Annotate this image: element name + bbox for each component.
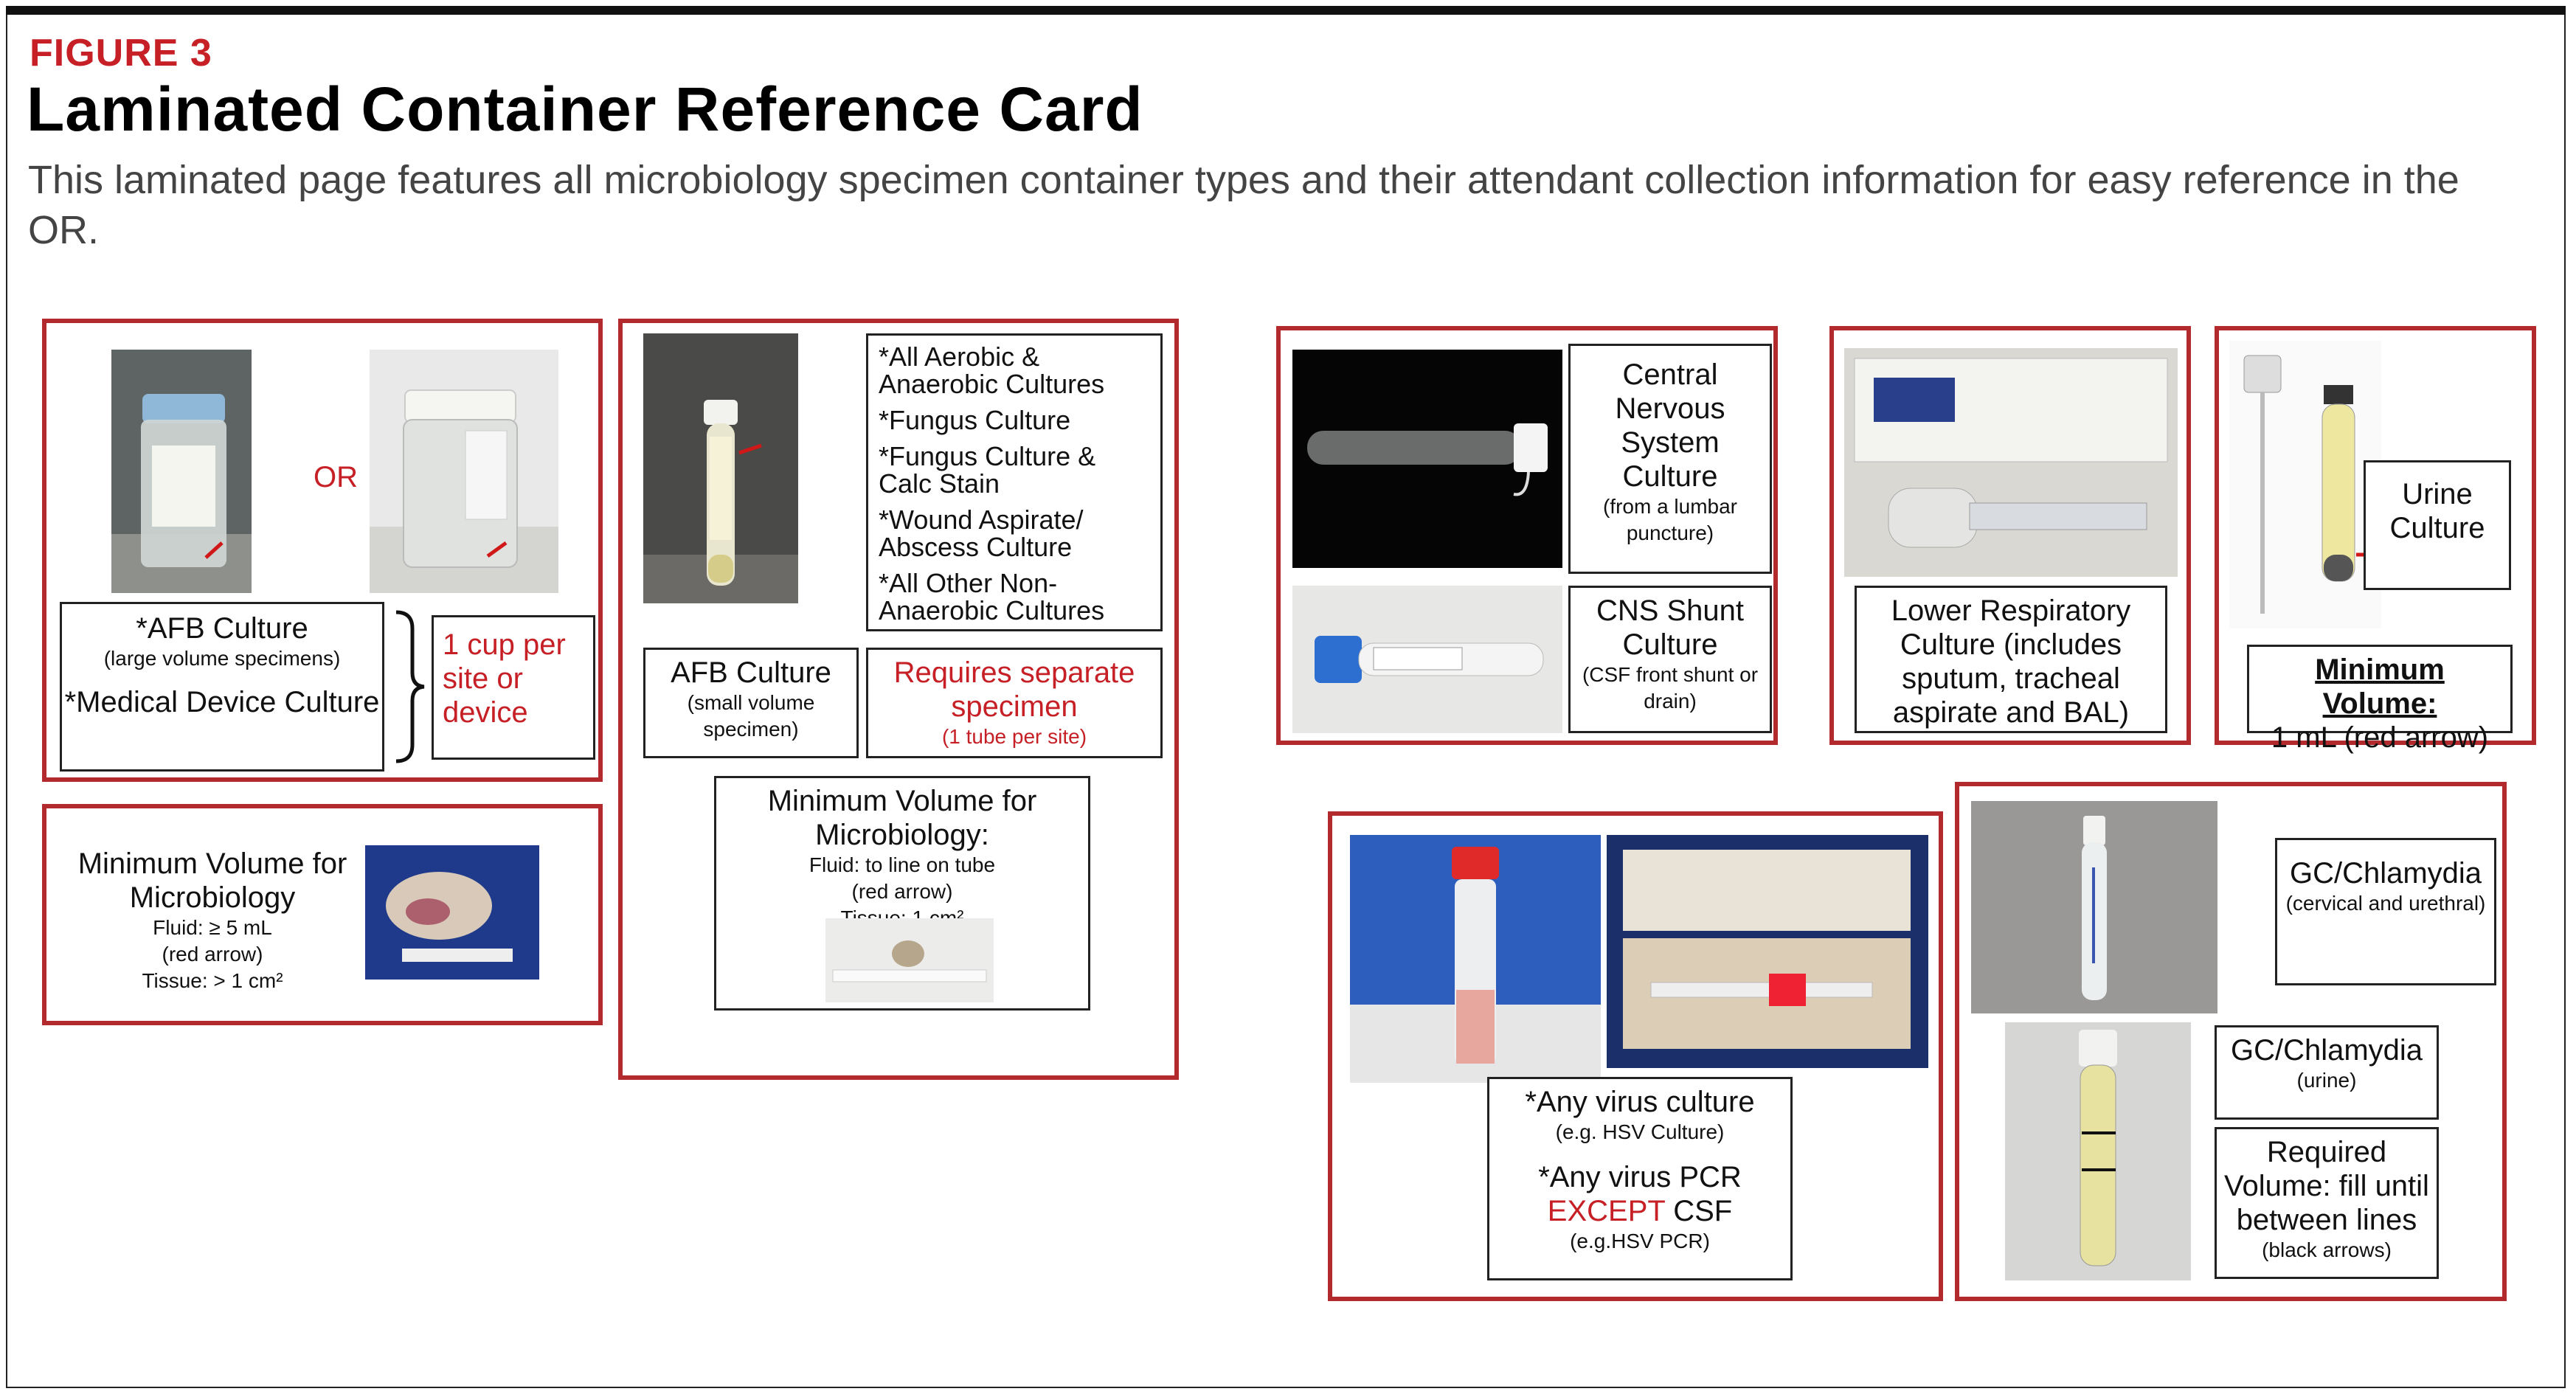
tube-min-volume-title: Minimum Volume for Microbiology: bbox=[767, 785, 1037, 851]
separate-specimen-box: Requires separate specimen (1 tube per s… bbox=[866, 648, 1163, 758]
virus-pcr-label: *Any virus PCR bbox=[1538, 1161, 1742, 1193]
panel-gc-chlamydia: GC/Chlamydia (cervical and urethral) GC/… bbox=[1955, 782, 2507, 1301]
tube-min-volume-fluid: Fluid: to line on tube bbox=[809, 853, 996, 876]
cns-shunt-photo bbox=[1292, 586, 1562, 733]
afb-culture-sub: (large volume specimens) bbox=[103, 647, 341, 670]
urine-min-volume-value: 1 mL (red arrow) bbox=[2271, 721, 2489, 754]
gc-cervical-photo bbox=[1971, 801, 2217, 1013]
urine-tube-photo bbox=[2229, 341, 2381, 628]
except-text: EXCEPT bbox=[1547, 1195, 1666, 1227]
tube-min-volume-box: Minimum Volume for Microbiology: Fluid: … bbox=[714, 776, 1090, 1011]
gc-urine-photo bbox=[2005, 1022, 2191, 1280]
medical-device-label: *Medical Device Culture bbox=[64, 686, 380, 718]
min-volume-fluid: Fluid: ≥ 5 mL bbox=[153, 916, 272, 939]
panel-min-volume-left: Minimum Volume for Microbiology Fluid: ≥… bbox=[42, 804, 603, 1025]
panel-culture-tube: *All Aerobic & Anaerobic Cultures *Fungu… bbox=[618, 319, 1179, 1080]
cns-shunt-sub: (CSF front shunt or drain) bbox=[1582, 663, 1759, 713]
figure-label: FIGURE 3 bbox=[30, 32, 212, 74]
cup-per-site-box: 1 cup per site or device bbox=[432, 615, 595, 760]
afb-small-box: AFB Culture (small volume specimen) bbox=[643, 648, 859, 758]
culture-item: *All Aerobic & Anaerobic Cultures bbox=[879, 342, 1105, 399]
panel-specimen-cups: OR *AFB Culture (large volume specimens)… bbox=[42, 319, 603, 782]
csf-text: CSF bbox=[1673, 1195, 1733, 1227]
cns-sub: (from a lumbar puncture) bbox=[1602, 495, 1738, 544]
tube-min-volume-arrow: (red arrow) bbox=[851, 880, 953, 903]
urine-label: Urine Culture bbox=[2389, 478, 2485, 544]
culture-item: *Fungus Culture bbox=[879, 405, 1071, 435]
virus-culture-label: *Any virus culture bbox=[1525, 1086, 1755, 1118]
top-rule bbox=[6, 6, 2566, 15]
gc-cervical-sub: (cervical and urethral) bbox=[2285, 892, 2486, 915]
virus-pcr-except-line: EXCEPT CSF bbox=[1497, 1194, 1783, 1228]
virus-label-box: *Any virus culture (e.g. HSV Culture) *A… bbox=[1487, 1077, 1793, 1280]
gc-required-volume-box: Required Volume: fill until between line… bbox=[2215, 1127, 2439, 1279]
tissue-photo bbox=[365, 845, 539, 980]
culture-item: *Wound Aspirate/ Abscess Culture bbox=[879, 505, 1084, 562]
respiratory-label: Lower Respiratory Culture (includes sput… bbox=[1891, 594, 2131, 729]
gc-required-volume-sub: (black arrows) bbox=[2262, 1238, 2392, 1261]
figure-subtitle: This laminated page features all microbi… bbox=[28, 158, 2459, 252]
panel-respiratory: Lower Respiratory Culture (includes sput… bbox=[1829, 326, 2191, 745]
gc-urine-sub: (urine) bbox=[2296, 1069, 2357, 1092]
gc-cervical-label: GC/Chlamydia bbox=[2289, 857, 2482, 890]
cns-label: Central Nervous System Culture bbox=[1615, 358, 1725, 493]
culture-list-box: *All Aerobic & Anaerobic Cultures *Fungu… bbox=[866, 333, 1163, 631]
virus-pcr-sub: (e.g.HSV PCR) bbox=[1570, 1230, 1710, 1252]
cns-shunt-box: CNS Shunt Culture (CSF front shunt or dr… bbox=[1568, 586, 1772, 733]
panel-cns: Central Nervous System Culture (from a l… bbox=[1276, 326, 1778, 745]
afb-small-sub: (small volume specimen) bbox=[687, 691, 815, 741]
panel-urine: Urine Culture Minimum Volume: 1 mL (red … bbox=[2215, 326, 2536, 754]
brace-icon bbox=[392, 609, 429, 768]
respiratory-kit-photo bbox=[1844, 348, 2178, 577]
culture-tube-photo bbox=[643, 333, 798, 603]
min-volume-text: Minimum Volume for Microbiology Fluid: ≥… bbox=[69, 847, 356, 994]
urine-min-volume-title: Minimum Volume: bbox=[2315, 654, 2445, 720]
min-volume-tissue: Tissue: > 1 cm² bbox=[142, 969, 283, 992]
urine-min-volume-box: Minimum Volume: 1 mL (red arrow) bbox=[2247, 645, 2513, 754]
cns-tube-photo bbox=[1292, 350, 1562, 568]
afb-culture-label: *AFB Culture bbox=[136, 612, 308, 645]
gc-urine-box: GC/Chlamydia (urine) bbox=[2215, 1025, 2439, 1120]
afb-large-label-box: *AFB Culture (large volume specimens) *M… bbox=[60, 602, 384, 772]
afb-small-label: AFB Culture bbox=[671, 656, 831, 689]
gc-cervical-box: GC/Chlamydia (cervical and urethral) bbox=[2275, 838, 2496, 985]
urine-label-box: Urine Culture bbox=[2364, 460, 2511, 590]
separate-specimen-sub: (1 tube per site) bbox=[941, 725, 1087, 748]
tissue-ruler-photo bbox=[825, 918, 994, 1002]
min-volume-arrow-note: (red arrow) bbox=[162, 943, 263, 966]
virus-tube-photo bbox=[1350, 835, 1601, 1083]
culture-item: *Fungus Culture & Calc Stain bbox=[879, 441, 1096, 499]
culture-item: *All Other Non-Anaerobic Cultures bbox=[879, 568, 1105, 625]
specimen-cup-photo bbox=[111, 350, 252, 593]
separate-specimen-label: Requires separate specimen bbox=[893, 656, 1135, 723]
min-volume-title: Minimum Volume for Microbiology bbox=[77, 847, 347, 914]
gc-required-volume-label: Required Volume: fill until between line… bbox=[2224, 1136, 2429, 1236]
specimen-cup-photo bbox=[370, 350, 558, 593]
panel-virus: *Any virus culture (e.g. HSV Culture) *A… bbox=[1328, 811, 1943, 1301]
figure-title: Laminated Container Reference Card bbox=[27, 74, 1143, 144]
respiratory-label-box: Lower Respiratory Culture (includes sput… bbox=[1855, 586, 2167, 733]
or-text: OR bbox=[314, 461, 358, 493]
virus-culture-sub: (e.g. HSV Culture) bbox=[1555, 1120, 1725, 1143]
gc-urine-label: GC/Chlamydia bbox=[2230, 1034, 2423, 1067]
cns-label-box: Central Nervous System Culture (from a l… bbox=[1568, 344, 1772, 574]
cns-shunt-label: CNS Shunt Culture bbox=[1596, 594, 1745, 661]
cup-per-site-note: 1 cup per site or device bbox=[443, 628, 566, 729]
virus-swab-photo bbox=[1607, 835, 1928, 1068]
